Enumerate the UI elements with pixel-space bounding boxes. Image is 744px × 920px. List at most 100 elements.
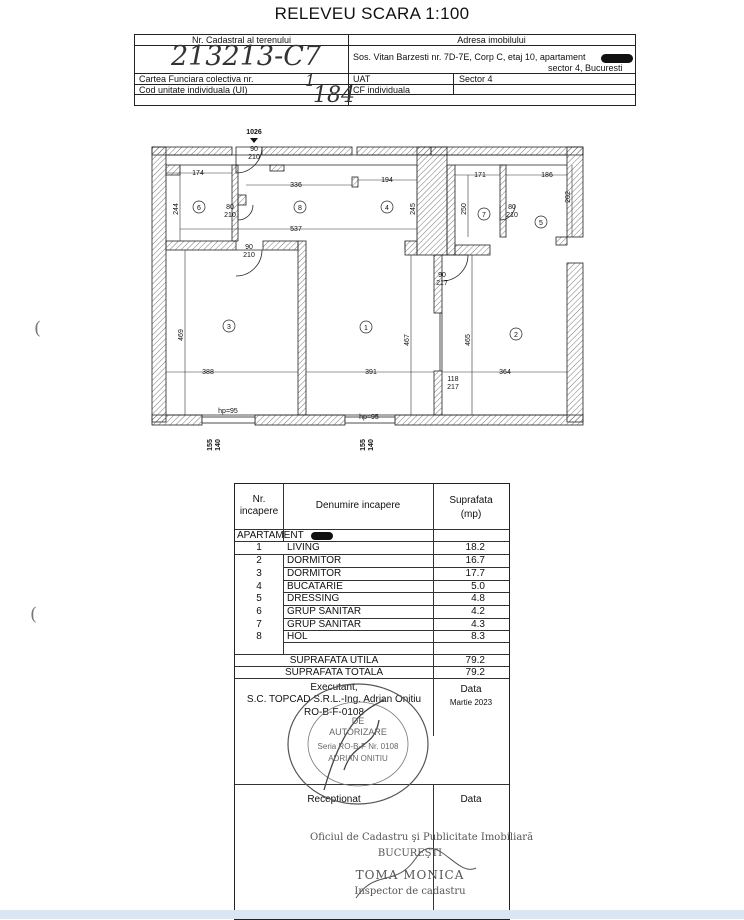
win2-a: 155	[360, 439, 367, 451]
dim-186: 186	[541, 172, 553, 179]
door6-h: 210	[224, 212, 236, 219]
walls	[151, 146, 584, 426]
row-name: HOL	[287, 631, 308, 642]
room-3-label: 3	[227, 324, 231, 331]
door7-h: 210	[506, 212, 518, 219]
row-name: LIVING	[287, 542, 320, 553]
windows	[201, 416, 396, 424]
row-nr: 1	[256, 542, 262, 553]
dim-336: 336	[290, 182, 302, 189]
dim-537: 537	[290, 226, 302, 233]
row-name: BUCATARIE	[287, 581, 343, 592]
header-table: Nr. Cadastral al terenului 213213-C7 Adr…	[134, 34, 636, 108]
data-value: Martie 2023	[449, 698, 493, 707]
wall-lines	[166, 154, 567, 416]
hp-window-2: hp=95	[359, 414, 379, 421]
cf-individuala-label: CF individuala	[353, 85, 411, 95]
room-5-label: 5	[539, 220, 543, 227]
row-area: 8.3	[471, 631, 485, 642]
carte-funciara-value: 1	[305, 71, 316, 90]
carte-funciara-label: Cartea Funciara colectiva nr.	[139, 74, 254, 84]
row-nr: 2	[256, 555, 262, 566]
row-name: DORMITOR	[287, 568, 342, 579]
suprafata-utila-value: 79.2	[465, 655, 485, 666]
viewer-bottom-bar	[0, 910, 744, 919]
data-label: Data	[460, 684, 482, 695]
dim-467: 467	[404, 334, 411, 346]
row-nr: 5	[256, 593, 262, 604]
dim-202: 202	[565, 191, 572, 203]
row-name: GRUP SANITAR	[287, 619, 362, 630]
door2-h: 217	[436, 280, 448, 287]
win1-b: 140	[215, 439, 222, 451]
door3-h: 210	[243, 252, 255, 259]
door2-w: 90	[438, 272, 446, 279]
cod-unitate-value: 184	[313, 83, 355, 108]
row-area: 4.3	[471, 619, 485, 630]
uat-label: UAT	[353, 74, 371, 84]
suprafata-totala-value: 79.2	[465, 667, 485, 678]
floor-plan: 1026 90 210 174 336 194 171 186 537 388 …	[151, 129, 584, 451]
ocpi-line2: BUCUREŞTI	[377, 848, 443, 859]
adresa-line1: Sos. Vitan Barzesti nr. 7D-7E, Corp C, e…	[353, 52, 586, 62]
room-4-label: 4	[385, 205, 389, 212]
stamp-line4: ADRIAN ONITIU	[328, 754, 388, 763]
room-7-label: 7	[482, 212, 486, 219]
row-area: 16.7	[465, 555, 485, 566]
ocpi-line4: Inspector de cadastru	[354, 886, 466, 897]
door-entrance-h: 210	[248, 154, 260, 161]
dim-244: 244	[173, 203, 180, 215]
executant-code: RO-B-F-0108	[303, 707, 364, 718]
win1-a: 155	[207, 439, 214, 451]
suprafata-utila-label: SUPRAFATA UTILA	[289, 655, 379, 666]
authorization-stamp: DE AUTORIZARE Seria RO-B-F Nr. 0108 ADRI…	[284, 680, 432, 808]
cod-unitate-label: Cod unitate individuala (UI)	[139, 85, 248, 95]
door-entrance-w: 90	[250, 146, 258, 153]
ocpi-stamp: Oficiul de Cadastru şi Publicitate Imobi…	[306, 828, 533, 908]
adresa-label: Adresa imobilului	[457, 35, 526, 45]
balcony-door-h: 217	[447, 384, 459, 391]
row-nr: 6	[256, 606, 262, 617]
door6-w: 80	[226, 204, 234, 211]
dim-194: 194	[381, 177, 393, 184]
receptionat-label: Receptionat	[307, 794, 361, 805]
room-circles	[192, 200, 548, 341]
nr-cadastral-value: 213213-C7	[171, 41, 322, 72]
col-nr-header: Nr. incapere	[239, 494, 279, 517]
dim-245: 245	[410, 203, 417, 215]
door-entrance-code: 1026	[246, 129, 262, 136]
executant-name: S.C. TOPCAD S.R.L.-Ing. Adrian Onitiu	[246, 694, 422, 705]
dim-469: 469	[178, 329, 185, 341]
dim-391: 391	[365, 369, 377, 376]
win2-b: 140	[368, 439, 375, 451]
door3-w: 90	[245, 244, 253, 251]
col-area-header: Suprafata (mp)	[449, 495, 493, 520]
row-name: DORMITOR	[287, 555, 342, 566]
redacted-apartment-nr	[311, 532, 333, 540]
room-6-label: 6	[197, 205, 201, 212]
dim-364: 364	[499, 369, 511, 376]
row-nr: 3	[256, 568, 262, 579]
uat-value: Sector 4	[459, 74, 493, 84]
row-nr: 8	[256, 631, 262, 642]
stamp-line2: AUTORIZARE	[329, 727, 387, 737]
room-2-label: 2	[514, 332, 518, 339]
row-area: 4.2	[471, 606, 485, 617]
balcony-door-w: 118	[447, 376, 458, 383]
col-name-header: Denumire incapere	[315, 500, 401, 511]
room-8-label: 8	[298, 205, 302, 212]
margin-mark: (	[30, 604, 38, 625]
row-area: 18.2	[465, 542, 485, 553]
section-apartament: APARTAMENT	[237, 530, 304, 541]
door-swings	[235, 146, 516, 371]
nr-cadastral-label: Nr. Cadastral al terenului	[191, 35, 292, 45]
row-area: 4.8	[471, 593, 485, 604]
ocpi-line1: Oficiul de Cadastru şi Publicitate Imobi…	[310, 832, 534, 843]
dim-250: 250	[461, 203, 468, 215]
row-nr: 7	[256, 619, 262, 630]
row-area: 5.0	[471, 581, 485, 592]
data2-label: Data	[460, 794, 482, 805]
stamp-line1: DE	[351, 716, 365, 726]
dim-388: 388	[202, 369, 214, 376]
row-nr: 4	[256, 581, 262, 592]
